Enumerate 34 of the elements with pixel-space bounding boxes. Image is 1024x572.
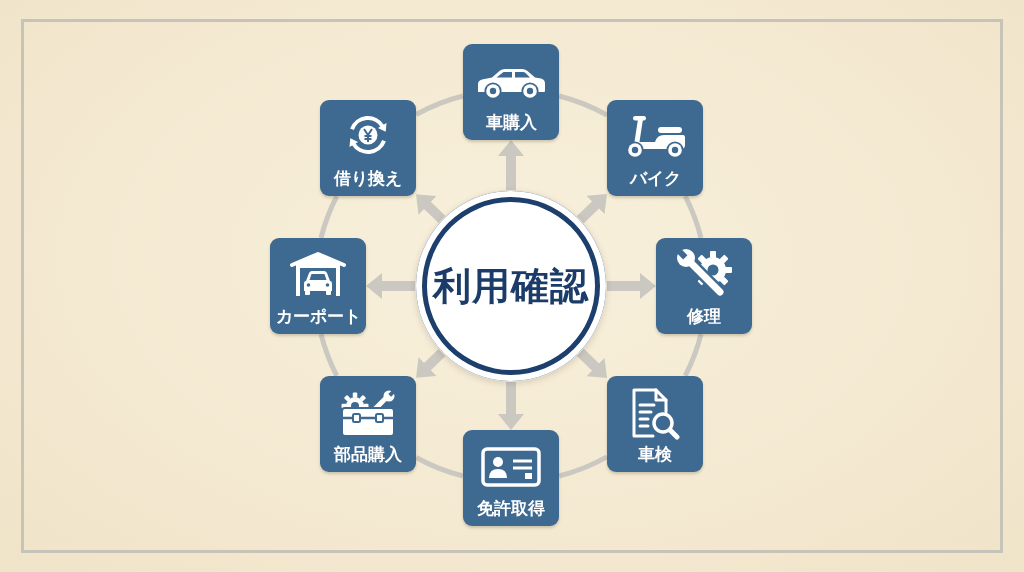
tile-label: カーポート: [275, 306, 361, 327]
category-tile: [270, 238, 366, 334]
tile-label: 部品購入: [334, 444, 402, 465]
tile-label: 借り換え: [334, 168, 402, 189]
arrow: [606, 273, 656, 299]
connector-line: [558, 454, 609, 479]
tile-label: 修理: [687, 306, 721, 327]
category-tile: [320, 100, 416, 196]
arrow: [416, 348, 447, 378]
tile-label: 車購入: [485, 112, 537, 133]
arrow: [498, 381, 524, 430]
connector-line: [414, 455, 464, 479]
connector-line: [414, 93, 464, 117]
category-tile: [607, 376, 703, 472]
arrow: [366, 273, 416, 299]
connector-line: [558, 93, 609, 118]
category-tile: [607, 100, 703, 196]
category-tile: [656, 238, 752, 334]
connector-line: [682, 195, 704, 239]
tile-label: バイク: [629, 168, 681, 189]
category-tile: [463, 44, 559, 140]
connector-line: [682, 333, 704, 377]
connector-line: [318, 195, 340, 239]
category-tile: [463, 430, 559, 526]
tile-label: 車検: [638, 444, 672, 465]
arrow: [498, 140, 524, 191]
hub-label: 利用確認: [433, 264, 589, 308]
connector-line: [318, 333, 340, 377]
tile-label: 免許取得: [477, 498, 545, 519]
arrow: [576, 193, 607, 224]
hub-circle: [416, 191, 606, 381]
arrow: [416, 194, 447, 224]
category-tile: [320, 376, 416, 472]
arrow: [576, 348, 607, 379]
